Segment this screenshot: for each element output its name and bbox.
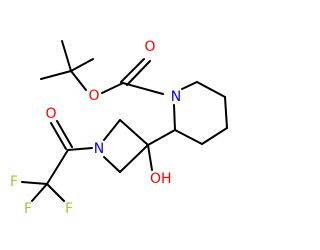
bond-pip-c5-c4	[224, 96, 228, 129]
bond-pip-n-c6	[181, 81, 198, 90]
atom-label-hydroxyl: OH	[150, 171, 172, 187]
bond-azetidine-n-c2	[103, 119, 121, 141]
bond-azetidine-c3-c4	[119, 144, 149, 173]
bond-tbu-methyl-top	[61, 40, 72, 72]
bond-n-acyl-c	[67, 147, 93, 151]
atom-label-o-ester-boc: O	[88, 88, 99, 104]
atom-label-fluorine-left: F	[10, 174, 18, 190]
bond-azetidine-c4-n	[103, 156, 121, 173]
bond-o-ester-carbonyl-c	[101, 82, 124, 94]
bond-pip-c2-n	[173, 104, 176, 131]
atom-label-fluorine-bottom-left: F	[24, 201, 32, 217]
molecule-drawing: O O N N OH O F F F	[10, 39, 228, 217]
atom-label-o-carbonyl-boc: O	[144, 39, 155, 55]
bond-cf3-f-down-left	[31, 183, 48, 202]
bond-pip-c3-c2	[174, 129, 203, 145]
atom-label-o-carbonyl-acyl: O	[45, 106, 56, 122]
bond-pip-c6-c5	[196, 81, 226, 98]
bond-carbonyl-c-n	[122, 82, 164, 95]
atom-label-n-piperidine: N	[171, 89, 181, 105]
bond-acyl-c-cf3	[46, 149, 69, 185]
bond-carbonyl-double-b	[126, 60, 151, 86]
bond-tbu-o-ester	[70, 70, 87, 91]
bond-pip-c4-c3	[201, 127, 228, 145]
atom-label-n-azetidine: N	[94, 141, 104, 157]
bond-tbu-methyl-left	[40, 70, 72, 80]
bond-acyl-double-a	[50, 122, 67, 150]
bond-carbonyl-double-a	[120, 58, 145, 83]
bond-azetidine-c3-oh	[147, 144, 153, 171]
bond-cf3-f-down-right	[46, 183, 65, 202]
bond-azetidine-c2-c3	[119, 119, 149, 146]
bond-acyl-double-b	[56, 120, 73, 148]
bond-cf3-f-left	[21, 181, 48, 185]
bond-tbu-methyl-right	[70, 58, 94, 72]
atom-label-fluorine-bottom-right: F	[65, 201, 73, 217]
structure-canvas: O O N N OH O F F F	[9, 39, 228, 217]
bond-pip-c2-azetidine-c3	[147, 129, 176, 146]
